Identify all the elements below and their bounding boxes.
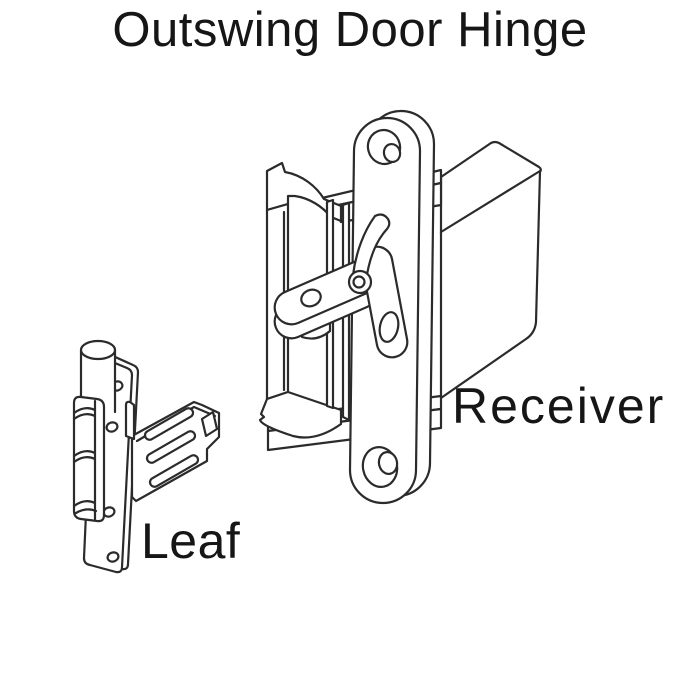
cam-hole <box>300 288 322 308</box>
receiver-bottom-screw-hole <box>361 446 399 488</box>
page-title: Outswing Door Hinge <box>112 3 588 57</box>
receiver-drawing <box>258 109 542 505</box>
leaf-screw-hole <box>105 421 119 433</box>
leaf-bracket-slot <box>148 454 200 488</box>
receiver-cam-lever <box>273 213 409 359</box>
leaf-bracket-slot <box>145 430 197 464</box>
latch-paddle-slot <box>378 311 400 343</box>
leaf-bracket-slot <box>143 407 195 441</box>
receiver-top-screw-hole <box>366 128 402 166</box>
leaf-knuckle <box>72 395 106 523</box>
receiver-part-label: Receiver <box>452 378 666 434</box>
leaf-wing-bracket <box>130 400 221 503</box>
latch-claw-arm <box>351 213 391 283</box>
leaf-screw-hole <box>106 551 120 563</box>
leaf-part-label: Leaf <box>141 513 241 569</box>
leaf-bracket-tab <box>124 400 136 441</box>
leaf-drawing <box>72 339 221 574</box>
leaf-bracket-end-hole <box>200 410 219 438</box>
receiver-back-block <box>439 140 542 400</box>
